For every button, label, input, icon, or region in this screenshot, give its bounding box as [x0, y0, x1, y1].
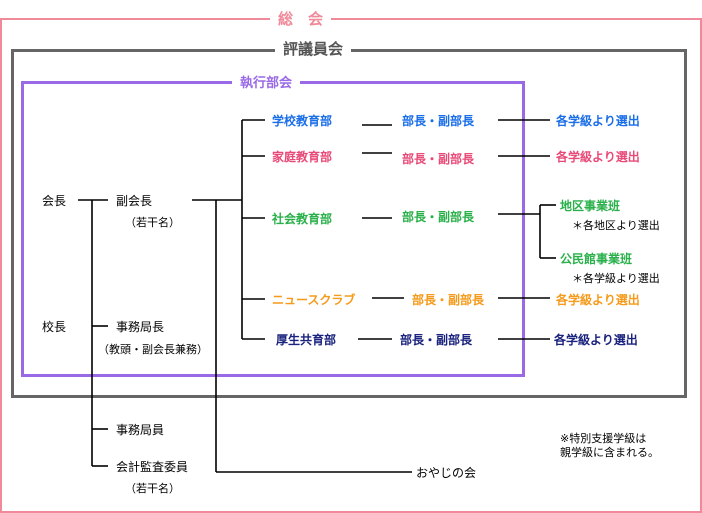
vice-chairman-label: 副会長: [116, 194, 153, 208]
sub-community-center-team-note: ＊各学級より選出: [572, 272, 660, 285]
dept-news-club-selection: 各学級より選出: [556, 293, 640, 307]
dept-welfare-lead: 部長・副部長: [400, 333, 473, 347]
dept-home-education: 家庭教育部: [272, 150, 333, 164]
dept-social-education: 社会教育部: [272, 212, 333, 226]
dept-news-club-lead: 部長・副部長: [412, 293, 485, 307]
council-title: 評議員会: [275, 38, 352, 59]
executive-title: 執行部会: [232, 72, 301, 91]
secretariat-staff-label: 事務局員: [116, 423, 165, 437]
general-assembly-title: 総 会: [270, 8, 332, 29]
audit-committee-label: 会計監査委員: [116, 460, 189, 474]
chairman-label: 会長: [42, 194, 67, 208]
secretary-general-note: （教頭・副会長兼務）: [98, 343, 208, 356]
sub-district-team: 地区事業班: [560, 199, 621, 213]
dept-home-education-selection: 各学級より選出: [556, 150, 640, 164]
dept-news-club: ニュースクラブ: [272, 293, 356, 307]
general-assembly-frame: [0, 18, 702, 513]
dept-welfare-selection: 各学級より選出: [554, 333, 638, 347]
dept-school-education-selection: 各学級より選出: [556, 114, 640, 128]
principal-label: 校長: [42, 320, 67, 334]
vice-chairman-note: （若干名）: [125, 216, 180, 229]
dept-welfare: 厚生共育部: [276, 333, 337, 347]
dept-school-education-lead: 部長・副部長: [402, 114, 475, 128]
fathers-club-label: おやじの会: [416, 466, 477, 480]
footnote-line-2: 親学級に含まれる。: [560, 446, 659, 459]
audit-committee-note: （若干名）: [125, 482, 180, 495]
sub-community-center-team: 公民館事業班: [560, 252, 633, 266]
dept-social-education-lead: 部長・副部長: [402, 210, 475, 224]
footnote-line-1: ※特別支援学級は: [560, 432, 647, 445]
secretary-general-label: 事務局長: [116, 320, 165, 334]
dept-school-education: 学校教育部: [272, 114, 333, 128]
dept-home-education-lead: 部長・副部長: [402, 152, 475, 166]
sub-district-team-note: ＊各地区より選出: [572, 219, 660, 232]
